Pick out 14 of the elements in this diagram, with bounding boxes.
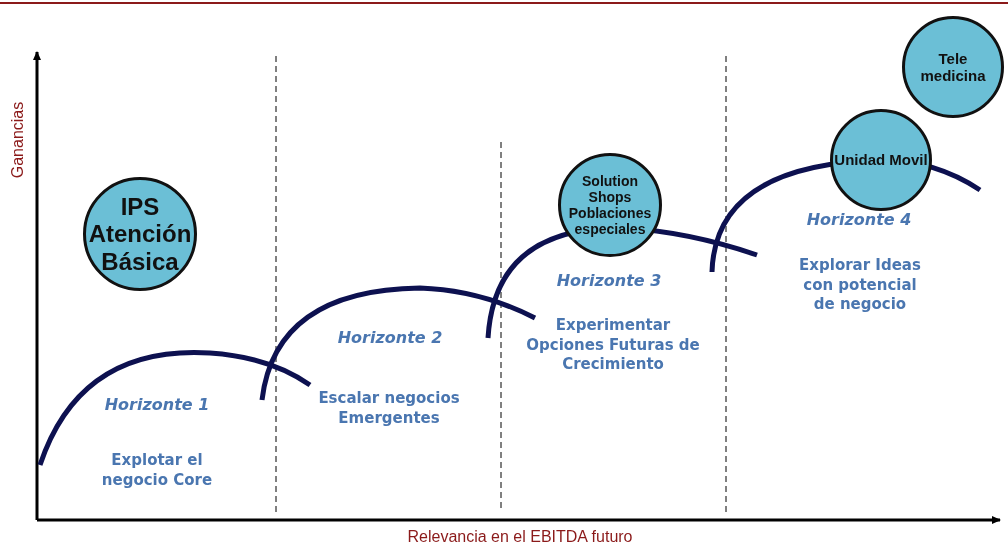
horizon-label: Horizonte 3 [556, 270, 662, 290]
strategy-text: Explorar Ideas con potencial de negocio [798, 255, 922, 315]
strategy-text: Explotar el negocio Core [100, 450, 214, 490]
strategy-text: Experimentar Opciones Futuras de Crecimiento [525, 315, 701, 375]
node-text: Unidad Movil [833, 151, 929, 169]
axis-label: Ganancias [9, 101, 27, 179]
node-text: Solution Shops Poblaciones especiales [567, 172, 653, 238]
node-text: Tele medicina [919, 49, 987, 85]
axis-label: Relevancia en el EBITDA futuro [407, 528, 633, 546]
horizon-label: Horizonte 2 [337, 327, 443, 347]
node-text: IPS Atención Básica [87, 192, 193, 276]
horizon-label: Horizonte 1 [104, 394, 210, 414]
horizon-label: Horizonte 4 [806, 209, 912, 229]
strategy-text: Escalar negocios Emergentes [317, 388, 461, 428]
